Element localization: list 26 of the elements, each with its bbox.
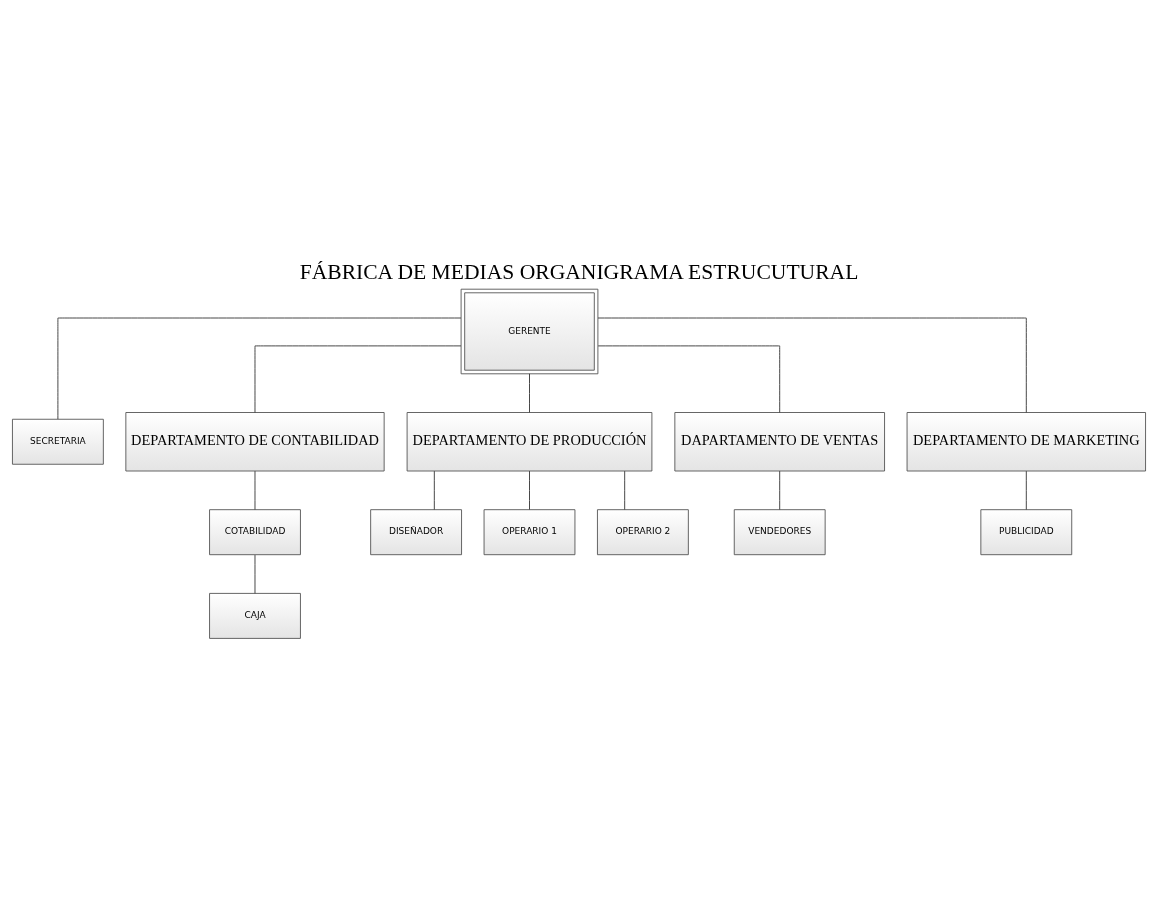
connector: [597, 317, 1027, 413]
connector: [597, 345, 781, 413]
diagram-title: FÁBRICA DE MEDIAS ORGANIGRAMA ESTRUCUTURAL: [299, 260, 859, 285]
node-box: DEPARTAMENTO DE CONTABILIDAD: [125, 412, 385, 472]
connector: [254, 554, 256, 594]
connector: [57, 317, 462, 420]
node-box: PUBLICIDAD: [980, 509, 1073, 556]
node-box: CAJA: [209, 592, 301, 639]
node-box: DEPARTAMENTO DE PRODUCCIÓN: [406, 412, 653, 472]
connector: [779, 470, 781, 510]
node-box: COTABILIDAD: [209, 509, 301, 556]
connector: [1025, 470, 1027, 510]
connector: [624, 470, 626, 510]
node-box: GERENTE: [460, 288, 599, 375]
node-box: OPERARIO 2: [597, 509, 689, 556]
node-box: OPERARIO 1: [483, 509, 576, 556]
connector: [254, 470, 256, 510]
node-box: VENDEDORES: [733, 509, 826, 556]
connector: [254, 345, 462, 413]
connector: [529, 373, 530, 413]
node-box: SECRETARIA: [12, 418, 104, 465]
node-box: DEPARTAMENTO DE MARKETING: [906, 412, 1146, 472]
node-box: DAPARTAMENTO DE VENTAS: [674, 412, 885, 472]
connector: [529, 470, 530, 510]
node-box: DISEÑADOR: [370, 509, 462, 556]
connector: [433, 470, 435, 510]
